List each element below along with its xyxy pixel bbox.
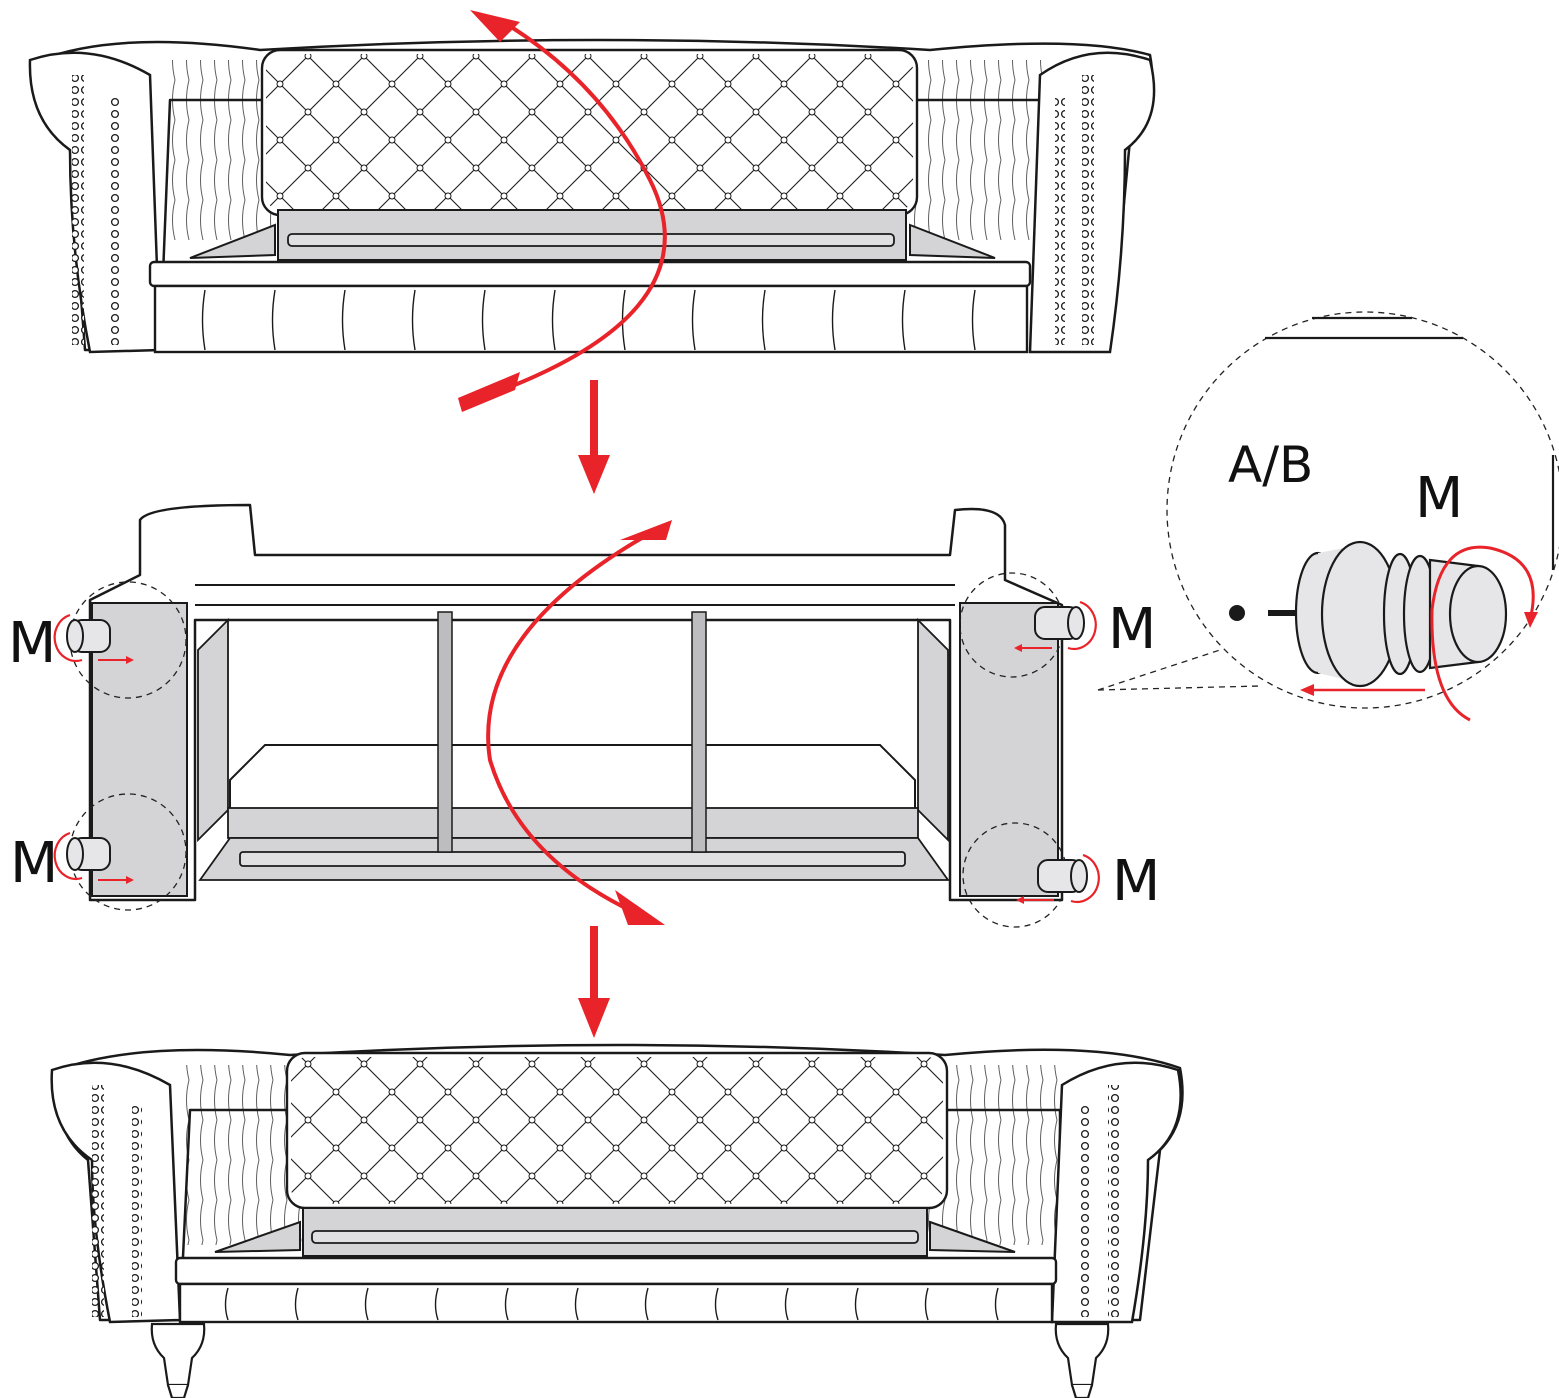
flip-arrow-icon bbox=[459, 18, 667, 407]
leg-front-right bbox=[1054, 1322, 1110, 1398]
leg-label-bottom-right: M bbox=[1112, 849, 1160, 914]
leg-label-top-right: M bbox=[1108, 597, 1156, 662]
leg-label-top-left: M bbox=[8, 611, 56, 676]
leg-bottom-right bbox=[1016, 853, 1100, 904]
arrow-down-icon bbox=[578, 380, 610, 494]
sofa-bottom bbox=[50, 1043, 1184, 1398]
arrow-down-icon bbox=[578, 926, 610, 1038]
leg-front-left bbox=[150, 1322, 206, 1398]
leg-detail-icon bbox=[1294, 540, 1508, 688]
rotate-arrow-icon bbox=[1430, 545, 1535, 722]
detail-leg-label: M bbox=[1415, 466, 1463, 531]
detail-part-label: A/B bbox=[1228, 436, 1313, 494]
leg-bottom-left bbox=[53, 831, 134, 884]
leg-top-right bbox=[1014, 600, 1097, 652]
leg-top-left bbox=[53, 613, 134, 664]
leg-label-bottom-left: M bbox=[10, 831, 58, 896]
flip-arrow-icon bbox=[486, 523, 666, 917]
right-panel bbox=[959, 602, 1059, 897]
detail-callout: A/B M bbox=[1097, 311, 1559, 722]
sofa-flipped bbox=[69, 503, 1068, 928]
sofa-top bbox=[28, 10, 1156, 412]
